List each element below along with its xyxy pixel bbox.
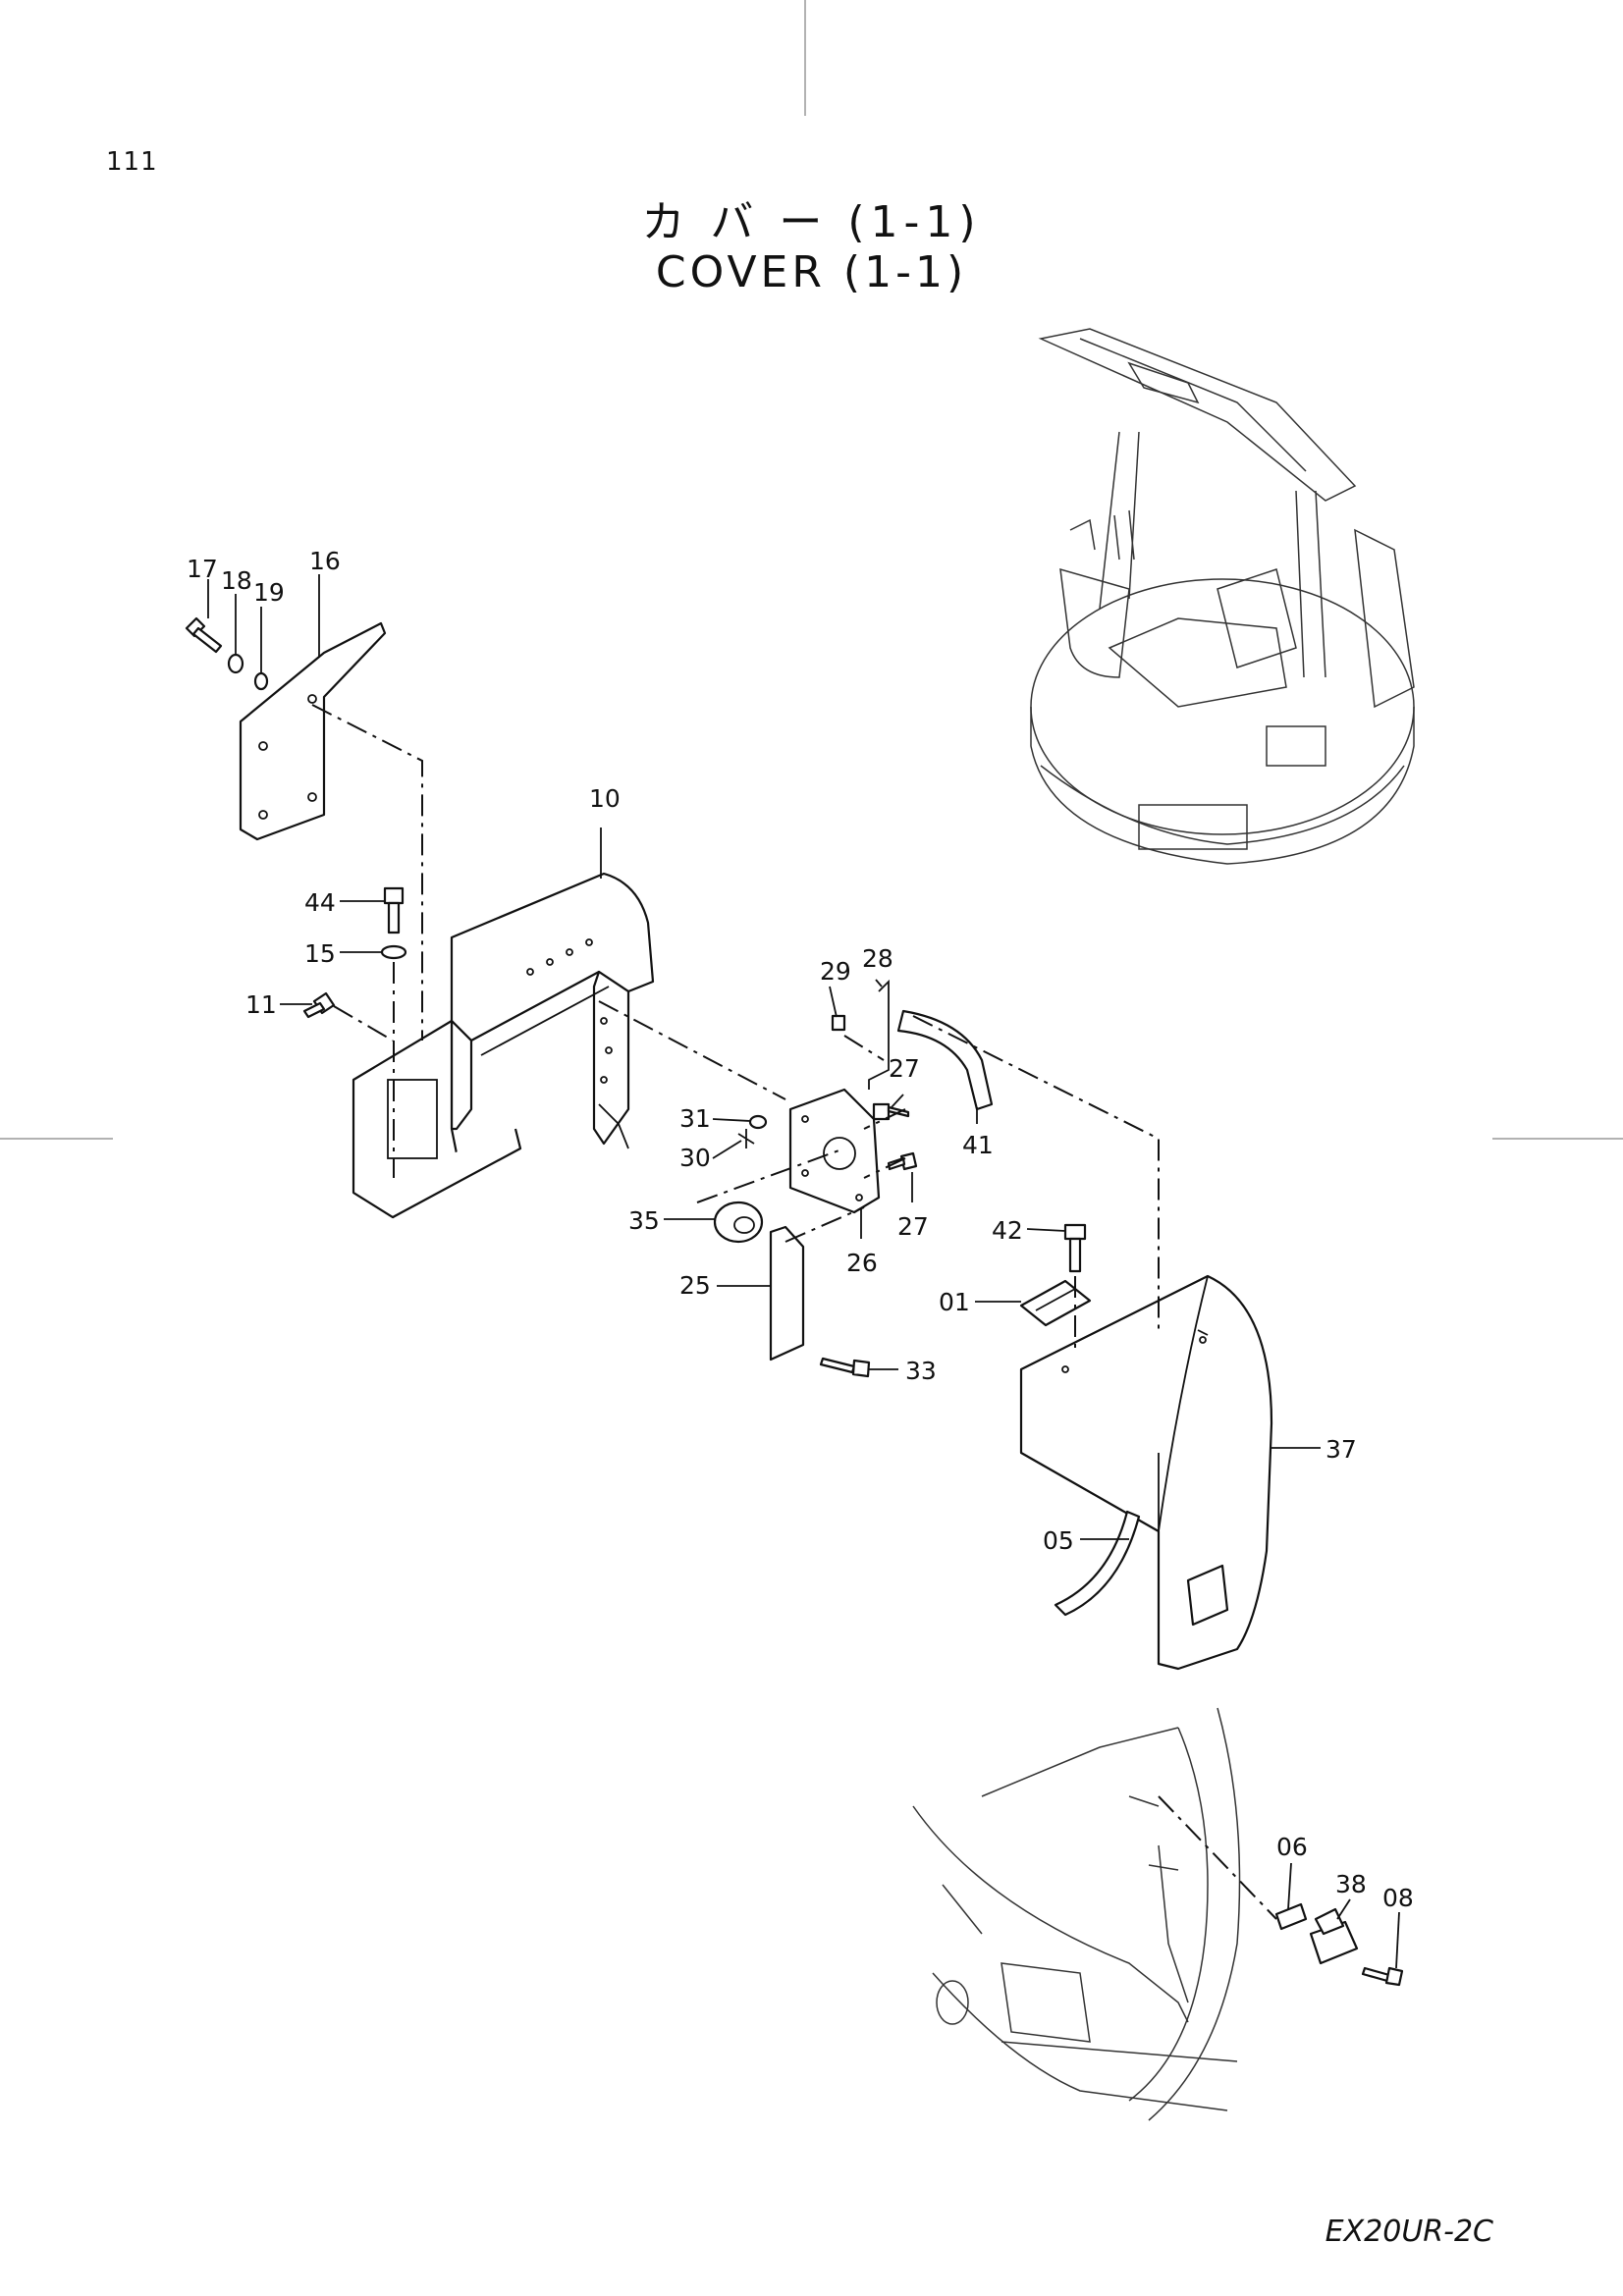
label-42: 42 (992, 1216, 1023, 1245)
page-number: 111 (106, 147, 158, 177)
label-05: 05 (1043, 1526, 1074, 1555)
part-31-washer (748, 1114, 768, 1130)
part-01-hinge (1019, 1279, 1092, 1327)
part-17-bolt (185, 616, 223, 654)
part-05-seal (1054, 1510, 1141, 1617)
part-16-plate (239, 621, 387, 841)
part-27-bolt-lower (887, 1151, 918, 1171)
part-44-bolt (383, 886, 405, 934)
part-15-washer (380, 944, 407, 960)
part-26-plate (788, 1088, 881, 1214)
label-17: 17 (187, 555, 218, 583)
part-42-bolt (1063, 1223, 1087, 1273)
part-35-roller (713, 1201, 764, 1244)
part-labels: 17 18 19 16 10 44 15 11 29 28 27 31 30 4… (187, 547, 1414, 1912)
label-06: 06 (1276, 1833, 1308, 1861)
part-19-washer (253, 671, 269, 691)
label-37: 37 (1325, 1435, 1357, 1464)
label-33: 33 (905, 1357, 937, 1385)
registration-marks (0, 0, 1623, 1140)
part-37-cover (1019, 1274, 1273, 1671)
leader-lines (207, 574, 1400, 1969)
label-29: 29 (820, 957, 851, 986)
part-25-bracket (769, 1225, 805, 1362)
model-code: EX20UR-2C (1325, 2215, 1493, 2249)
part-30-pin (737, 1129, 755, 1148)
label-28: 28 (862, 944, 893, 973)
assembly-lines (311, 704, 1277, 1920)
label-19: 19 (253, 578, 285, 607)
part-41-seal (896, 1009, 994, 1111)
label-30: 30 (679, 1144, 711, 1172)
label-15: 15 (304, 939, 336, 968)
part-11-bolt (302, 991, 336, 1019)
part-33-bolt (819, 1357, 871, 1378)
label-41: 41 (962, 1131, 994, 1159)
part-08-bolt (1361, 1966, 1404, 1987)
label-16: 16 (309, 547, 341, 575)
part-06-clip (1274, 1902, 1308, 1931)
label-35: 35 (628, 1206, 660, 1235)
part-18-washer (227, 653, 244, 674)
label-11: 11 (245, 990, 277, 1019)
machine-overview-illustration (1030, 328, 1415, 865)
label-01: 01 (939, 1288, 970, 1316)
page-title-english: COVER (1-1) (655, 247, 968, 297)
label-26: 26 (846, 1249, 878, 1277)
label-27-upper: 27 (889, 1054, 920, 1083)
part-29-nut (831, 1014, 846, 1032)
label-08: 08 (1382, 1884, 1414, 1912)
part-28-rod (868, 979, 890, 1090)
label-44: 44 (304, 888, 336, 917)
label-18: 18 (221, 566, 252, 595)
part-10-bracket (352, 872, 655, 1219)
part-38-latch (1309, 1907, 1359, 1965)
rear-view-illustration (912, 1707, 1241, 2121)
page-title-japanese: カ バ ー (1-1) (641, 197, 982, 247)
label-31: 31 (679, 1104, 711, 1133)
label-27-lower: 27 (897, 1212, 929, 1241)
label-25: 25 (679, 1271, 711, 1300)
label-10: 10 (589, 784, 621, 813)
label-38: 38 (1335, 1870, 1367, 1898)
